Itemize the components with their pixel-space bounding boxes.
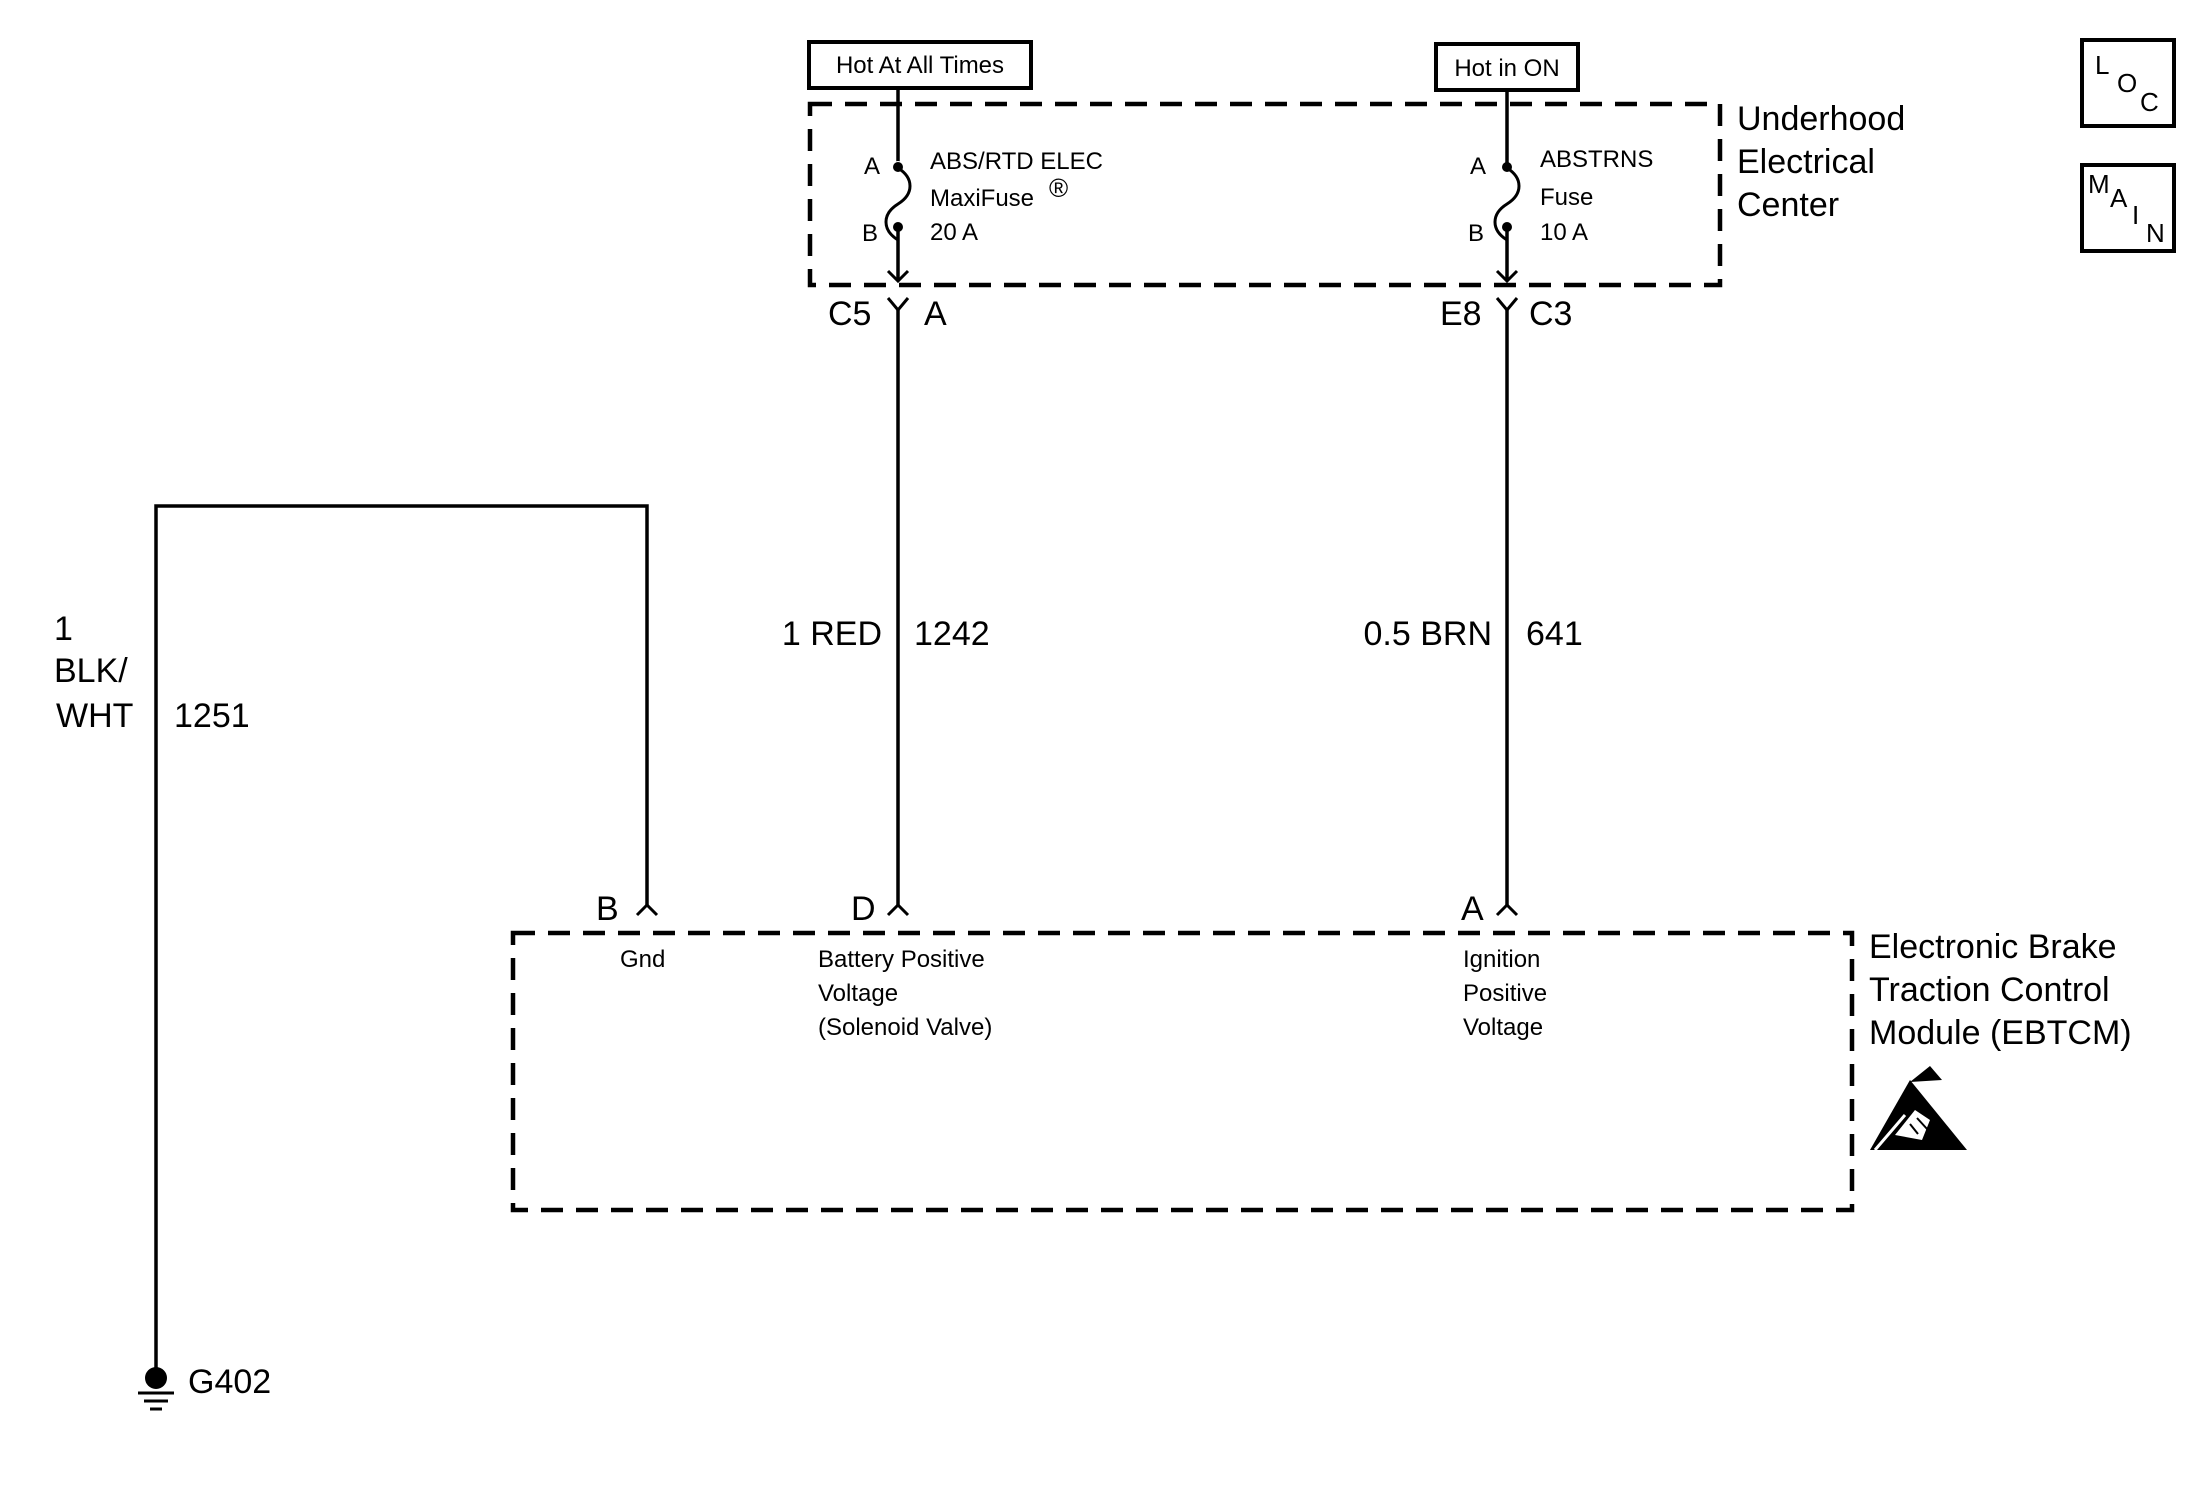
conn2-right: C3 xyxy=(1529,295,1572,333)
main-letter-m: M xyxy=(2088,169,2110,199)
ground-g402: G402 xyxy=(138,1363,271,1411)
fuse2-type: Fuse xyxy=(1540,184,1593,211)
main-letter-i: I xyxy=(2132,200,2139,230)
pin-b-label: Gnd xyxy=(620,946,665,973)
fuse1-pin-a: A xyxy=(864,153,880,180)
pin-a-line2: Positive xyxy=(1463,980,1547,1007)
fuse2-name: ABSTRNS xyxy=(1540,146,1653,173)
fuse2-pin-a: A xyxy=(1470,153,1486,180)
abs-rtd-maxifuse: A B ABS/RTD ELEC MaxiFuse ® 20 A xyxy=(862,88,1103,284)
loc-letter-l: L xyxy=(2095,50,2109,80)
underhood-title-line2: Electrical xyxy=(1737,143,1875,181)
fuse1-rating: 20 A xyxy=(930,219,978,246)
pin-a-id: A xyxy=(1461,890,1484,928)
underhood-title-line1: Underhood xyxy=(1737,100,1905,138)
conn2-left: E8 xyxy=(1440,295,1482,333)
pin-d-line2: Voltage xyxy=(818,980,898,1007)
pin-a-line1: Ignition xyxy=(1463,946,1540,973)
wire-641-size-color: 0.5 BRN xyxy=(1364,615,1493,653)
hot-in-on-label: Hot in ON xyxy=(1454,55,1559,82)
connector-c5: C5 A xyxy=(828,295,947,333)
pin-a-line3: Voltage xyxy=(1463,1014,1543,1041)
hot-at-all-times-tag: Hot At All Times xyxy=(807,40,1033,90)
loc-button[interactable]: L O C xyxy=(2080,38,2176,128)
ground-label: G402 xyxy=(188,1363,271,1401)
main-letter-a: A xyxy=(2110,183,2128,213)
ebtcm-pin-d: D Battery Positive Voltage (Solenoid Val… xyxy=(818,890,992,1041)
ebtcm-title-line3: Module (EBTCM) xyxy=(1869,1014,2132,1052)
conn1-left: C5 xyxy=(828,295,871,333)
wire-1242-size-color: 1 RED xyxy=(782,615,882,653)
wire-1251-size: 1 xyxy=(54,610,73,648)
wire-1251-color-line2: WHT xyxy=(56,697,133,735)
wire-1251-circuit: 1251 xyxy=(174,697,250,735)
ebtcm-title-line2: Traction Control xyxy=(1869,971,2110,1009)
fuse1-registered-mark: ® xyxy=(1049,173,1068,203)
wire-1251: 1 BLK/ WHT 1251 xyxy=(54,504,649,1375)
connector-e8: E8 C3 xyxy=(1440,295,1572,333)
fuse1-name: ABS/RTD ELEC xyxy=(930,148,1103,175)
esd-warning-icon xyxy=(1870,1066,1967,1151)
ebtcm-pin-b: B Gnd xyxy=(596,890,665,973)
wire-1251-color-line1: BLK/ xyxy=(54,652,128,690)
abstrns-fuse: A B ABSTRNS Fuse 10 A xyxy=(1468,90,1653,284)
loc-letter-c: C xyxy=(2140,87,2159,117)
fuse2-pin-b: B xyxy=(1468,220,1484,247)
pin-b-id: B xyxy=(596,890,619,928)
main-button[interactable]: M A I N xyxy=(2080,163,2176,253)
main-letter-n: N xyxy=(2146,218,2165,248)
underhood-electrical-center-box xyxy=(807,101,1723,288)
fuse2-rating: 10 A xyxy=(1540,219,1588,246)
pin-d-line3: (Solenoid Valve) xyxy=(818,1014,992,1041)
ebtcm-module-box xyxy=(510,930,1855,1213)
ebtcm-title-line1: Electronic Brake xyxy=(1869,928,2117,966)
hot-at-all-times-label: Hot At All Times xyxy=(836,52,1004,79)
ebtcm-pin-a: A Ignition Positive Voltage xyxy=(1461,890,1547,1041)
underhood-title-line3: Center xyxy=(1737,186,1839,224)
loc-letter-o: O xyxy=(2117,68,2137,98)
hot-in-on-tag: Hot in ON xyxy=(1434,42,1580,92)
wire-1242-circuit: 1242 xyxy=(914,615,990,653)
fuse1-pin-b: B xyxy=(862,220,878,247)
wire-641: 0.5 BRN 641 xyxy=(1364,310,1583,905)
pin-d-line1: Battery Positive xyxy=(818,946,985,973)
conn1-right: A xyxy=(924,295,947,333)
wire-1242: 1 RED 1242 xyxy=(782,310,990,905)
fuse1-type: MaxiFuse xyxy=(930,185,1034,212)
pin-d-id: D xyxy=(851,890,876,928)
wire-641-circuit: 641 xyxy=(1526,615,1583,653)
